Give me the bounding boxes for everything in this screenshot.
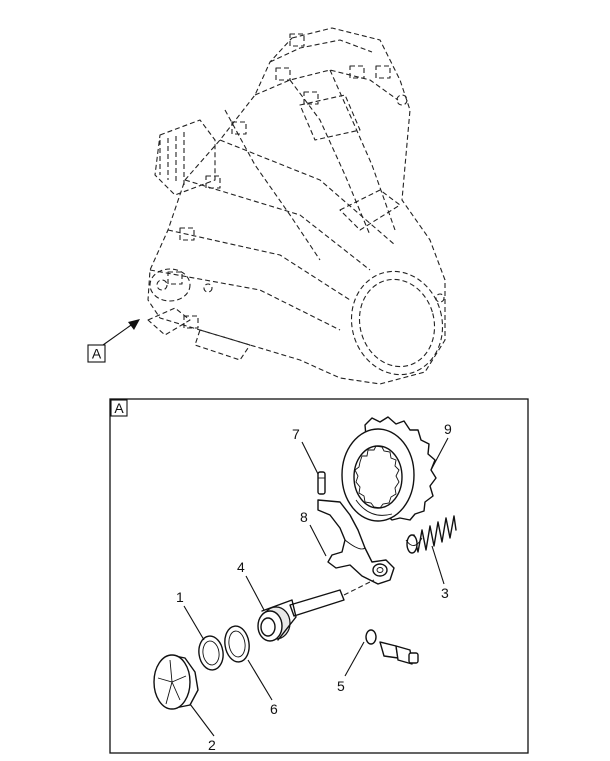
callout-5: 5 [337, 678, 345, 694]
callout-4: 4 [237, 559, 245, 575]
part-6-ring [224, 625, 250, 663]
callout-6: 6 [270, 701, 278, 717]
view-label-detail: A [110, 399, 128, 417]
callout-2: 2 [208, 737, 216, 753]
view-label-top: A [87, 344, 106, 363]
callout-1: 1 [176, 589, 184, 605]
part-7-pin [317, 471, 326, 495]
callout-8: 8 [300, 509, 308, 525]
svg-text:A: A [114, 400, 124, 416]
view-arrow [102, 319, 140, 346]
part-8-shift-fork [317, 499, 395, 585]
detail-view-frame [109, 398, 529, 754]
callout-7: 7 [292, 426, 300, 442]
leader-lines [183, 437, 449, 737]
callout-9: 9 [444, 421, 452, 437]
transmission-housing [147, 27, 446, 385]
part-2-cap [153, 654, 199, 710]
part-5-switch [365, 629, 419, 665]
part-3-spring [405, 515, 457, 554]
part-9-sliding-gear [341, 416, 437, 522]
part-4-shift-shaft [257, 579, 375, 642]
part-1-ring [198, 635, 224, 671]
svg-text:A: A [92, 346, 102, 362]
callout-3: 3 [441, 585, 449, 601]
